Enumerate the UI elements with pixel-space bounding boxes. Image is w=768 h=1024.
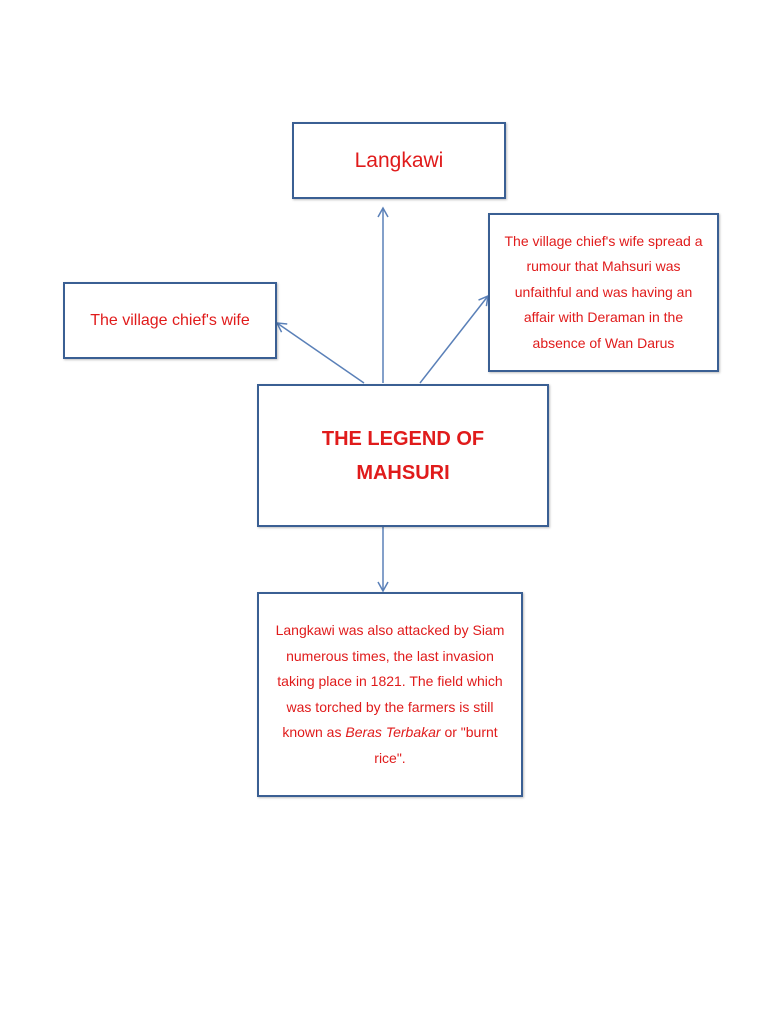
node-siam-attacks-text-end: or "burnt rice".: [374, 724, 498, 766]
node-langkawi: Langkawi: [292, 122, 506, 199]
arrow-to-left: [275, 322, 365, 384]
node-siam-attacks: Langkawi was also attacked by Siam numer…: [257, 592, 523, 797]
node-village-chiefs-wife: The village chief's wife: [63, 282, 277, 359]
node-siam-attacks-text: Langkawi was also attacked by Siam numer…: [275, 622, 505, 740]
node-siam-attacks-label: Langkawi was also attacked by Siam numer…: [271, 618, 509, 771]
node-siam-attacks-italic: Beras Terbakar: [345, 724, 441, 740]
arrow-to-right: [419, 294, 489, 384]
node-legend-of-mahsuri-label: THE LEGEND OF MAHSURI: [321, 427, 485, 484]
node-village-chiefs-wife-label: The village chief's wife: [90, 311, 250, 329]
node-legend-of-mahsuri: THE LEGEND OF MAHSURI: [257, 384, 549, 527]
node-rumour: The village chief's wife spread a rumour…: [488, 213, 719, 372]
node-rumour-label: The village chief's wife spread a rumour…: [504, 232, 703, 351]
node-langkawi-label: Langkawi: [354, 148, 444, 172]
